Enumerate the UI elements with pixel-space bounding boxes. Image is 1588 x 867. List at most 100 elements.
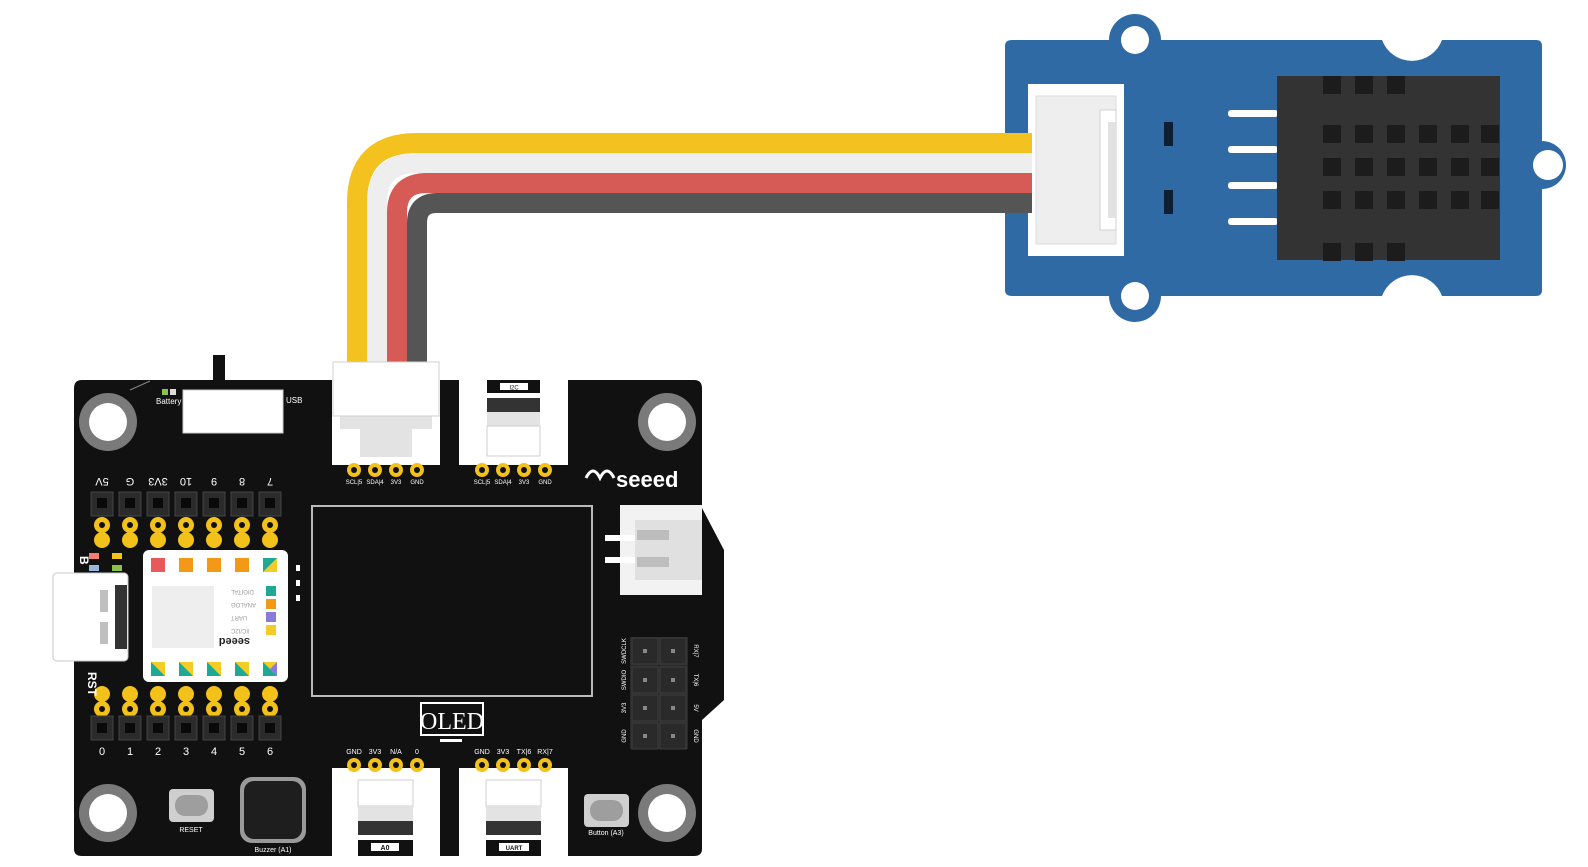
pin-hole [393, 762, 399, 768]
header-pad [94, 686, 110, 702]
pin-label: GND [474, 749, 490, 756]
board-mounting-holes [79, 393, 696, 842]
pin-hole [372, 762, 378, 768]
header-bottom-label: 5 [239, 746, 245, 758]
xiao-pad-part [151, 662, 165, 676]
header-pad-hole [239, 522, 245, 528]
header-pad [262, 532, 278, 548]
header-bottom-label: 2 [155, 746, 161, 758]
grove-socket-i2c-right: I2C [459, 380, 568, 465]
header-hole [97, 723, 107, 733]
grille-hole [1323, 191, 1341, 209]
pin-hole [414, 762, 420, 768]
header-pad-hole [267, 522, 273, 528]
grille-hole [1481, 191, 1499, 209]
header-hole [265, 723, 275, 733]
reset-button[interactable]: RESET [169, 789, 214, 834]
grille-hole [1481, 125, 1499, 143]
pin-label: GND [346, 749, 362, 756]
wire-white [367, 153, 1032, 370]
header-pad [150, 686, 166, 702]
wire-yellow [347, 133, 1032, 370]
power-switch-lever[interactable] [213, 355, 225, 385]
battery-label: Battery [156, 397, 181, 406]
swd-pin [671, 678, 675, 682]
swd-pin [671, 649, 675, 653]
seeed-logo: seeed [584, 467, 678, 492]
grille-hole [1419, 158, 1437, 176]
pin-label: GND [538, 480, 552, 486]
xiao-pad [235, 558, 249, 572]
legend-analog: ANALOG [231, 601, 256, 607]
pin-label: SCL|5 [474, 480, 491, 486]
pin-label: N/A [390, 749, 402, 756]
header-hole [181, 723, 191, 733]
grille-hole [1481, 158, 1499, 176]
pin-hole [500, 467, 506, 473]
grille-hole [1419, 191, 1437, 209]
pin-hole [351, 762, 357, 768]
pin-label: SDA|4 [494, 480, 512, 486]
xiao-pad-part [207, 662, 221, 676]
grille-hole [1355, 158, 1373, 176]
header-pad [206, 686, 222, 702]
swd-left-label: GND [622, 729, 628, 743]
header-top-label: 3V3 [148, 475, 168, 487]
pin-label: 3V3 [519, 480, 530, 486]
user-button[interactable]: Button (A3) [584, 794, 629, 837]
header-hole [125, 498, 135, 508]
header-pad-hole [99, 706, 105, 712]
header-bottom-label: 1 [127, 746, 133, 758]
header-pad [94, 532, 110, 548]
buzzer: Buzzer (A1) [240, 777, 306, 854]
xiao-pad-part [263, 558, 277, 572]
swd-pin [643, 678, 647, 682]
swd-pin [643, 649, 647, 653]
header-bottom-label: 0 [99, 746, 105, 758]
header-bottom-label: 3 [183, 746, 189, 758]
swd-right-label: 5V [692, 704, 698, 711]
swd-pin [671, 706, 675, 710]
xiao-pad-part [270, 662, 277, 676]
usb-c-port[interactable] [52, 572, 129, 662]
grille-hole [1323, 158, 1341, 176]
uart-tag: UART [506, 846, 523, 852]
swd-left-label: 3V3 [622, 702, 628, 713]
xiao-module: DIGITAL ANALOG UART IIC/I2C seeed [143, 550, 288, 682]
rst-label: RST [85, 672, 99, 697]
header-pad [122, 686, 138, 702]
header-top-label: 8 [239, 475, 245, 487]
grille-hole [1451, 158, 1469, 176]
button-label: Button (A3) [588, 830, 623, 837]
swd-right-label: GND [692, 729, 698, 743]
svg-text:B: B [77, 556, 91, 565]
pin-hole [393, 467, 399, 473]
battery-connector [605, 505, 702, 595]
pin-label: 3V3 [497, 749, 510, 756]
grove-socket-uart: UART [459, 768, 568, 856]
xiao-legend: DIGITAL ANALOG UART IIC/I2C [230, 586, 276, 635]
pin-hole [351, 467, 357, 473]
grille-hole [1419, 125, 1437, 143]
mounting-hole [1121, 26, 1149, 54]
wire-black [407, 193, 1032, 370]
mounting-hole [1121, 282, 1149, 310]
swd-pin [643, 706, 647, 710]
header-pad [150, 532, 166, 548]
header-top-label: 5V [95, 475, 109, 487]
xiao-chip [152, 586, 214, 648]
reset-label: RESET [179, 827, 203, 834]
sensor-grille [1323, 76, 1499, 261]
pin-hole [414, 467, 420, 473]
power-switch[interactable] [182, 389, 284, 434]
swd-pin [671, 734, 675, 738]
grove-cable-plug [332, 361, 440, 417]
oled-display: OLED [296, 505, 593, 742]
header-top-label: 10 [180, 475, 192, 487]
pin-hole [521, 762, 527, 768]
legend-i2c: IIC/I2C [230, 627, 249, 633]
pin-hole [521, 467, 527, 473]
header-pad-hole [127, 706, 133, 712]
